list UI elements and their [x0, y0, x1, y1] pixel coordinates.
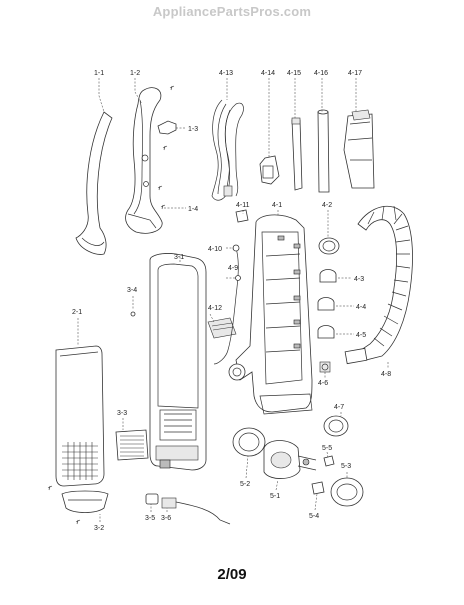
callout-5-2: 5-2	[240, 481, 250, 488]
callout-labels: 1-1 1-2 1-3 1-4 4-13 4-14 4-15 4-16 4-17…	[72, 70, 391, 532]
part-hose-cuff	[318, 237, 340, 255]
part-rear-cover	[149, 253, 207, 471]
part-switch	[145, 493, 231, 525]
callout-1-2: 1-2	[130, 70, 140, 77]
part-front-cover	[55, 345, 105, 487]
callout-3-3: 3-3	[117, 410, 127, 417]
callout-4-3: 4-3	[354, 276, 364, 283]
callout-4-15: 4-15	[287, 70, 301, 77]
callout-4-14: 4-14	[261, 70, 275, 77]
callout-5-3: 5-3	[341, 463, 351, 470]
part-tool-clips	[317, 269, 337, 339]
part-wire-harness	[213, 244, 241, 365]
part-brush-holders	[311, 455, 335, 495]
callout-4-1: 4-1	[272, 202, 282, 209]
part-extension-tube	[317, 109, 330, 193]
callout-4-2: 4-2	[322, 202, 332, 209]
part-filter-bag	[343, 109, 375, 189]
front-cover-vent-grid	[62, 442, 98, 480]
part-main-body	[228, 214, 313, 415]
callout-5-5: 5-5	[322, 445, 332, 452]
callout-2-1: 2-1	[72, 309, 82, 316]
part-handle-frame	[125, 87, 163, 234]
callout-5-1: 5-1	[270, 493, 280, 500]
site-watermark: AppliancePartsPros.com	[152, 4, 312, 19]
part-wand-thin	[291, 117, 303, 191]
callout-4-11: 4-11	[236, 202, 250, 209]
body-slot-holes	[277, 235, 301, 349]
callout-3-5: 3-5	[145, 515, 155, 522]
callout-4-5: 4-5	[356, 332, 366, 339]
callout-4-9: 4-9	[228, 265, 238, 272]
callout-3-1: 3-1	[174, 254, 184, 261]
callout-4-7: 4-7	[334, 404, 344, 411]
callout-1-4: 1-4	[188, 206, 198, 213]
callout-3-2: 3-2	[94, 525, 104, 532]
part-connector-4-6	[319, 361, 331, 373]
callout-1-1: 1-1	[94, 70, 104, 77]
part-clip-4-11	[235, 209, 249, 223]
part-motor	[263, 440, 317, 479]
part-cord-hook	[157, 120, 177, 135]
callout-4-12: 4-12	[208, 305, 222, 312]
part-screw-3-4	[130, 311, 136, 317]
callout-1-3: 1-3	[188, 126, 198, 133]
callout-4-6: 4-6	[318, 380, 328, 387]
callout-4-16: 4-16	[314, 70, 328, 77]
part-screws-handle	[157, 85, 175, 210]
part-hose	[344, 205, 413, 365]
part-filter-pad	[207, 317, 237, 339]
part-power-cord	[211, 99, 244, 201]
page-code: 2/09	[217, 566, 247, 583]
part-motor-housing	[232, 427, 266, 457]
part-exhaust-filter	[115, 429, 149, 461]
part-crevice-tool	[259, 155, 280, 185]
part-cover-latch	[61, 490, 109, 513]
callout-5-4: 5-4	[309, 513, 319, 520]
leader-lines	[77, 78, 389, 522]
part-screws-latch	[47, 485, 81, 525]
callout-3-4: 3-4	[127, 287, 137, 294]
part-handle-grip	[75, 111, 113, 255]
callout-3-6: 3-6	[161, 515, 171, 522]
callout-4-17: 4-17	[348, 70, 362, 77]
callout-4-10: 4-10	[208, 246, 222, 253]
part-motor-cap	[330, 477, 364, 507]
part-ring-4-7	[323, 415, 349, 437]
callout-4-4: 4-4	[356, 304, 366, 311]
callout-4-8: 4-8	[381, 371, 391, 378]
callout-4-13: 4-13	[219, 70, 233, 77]
